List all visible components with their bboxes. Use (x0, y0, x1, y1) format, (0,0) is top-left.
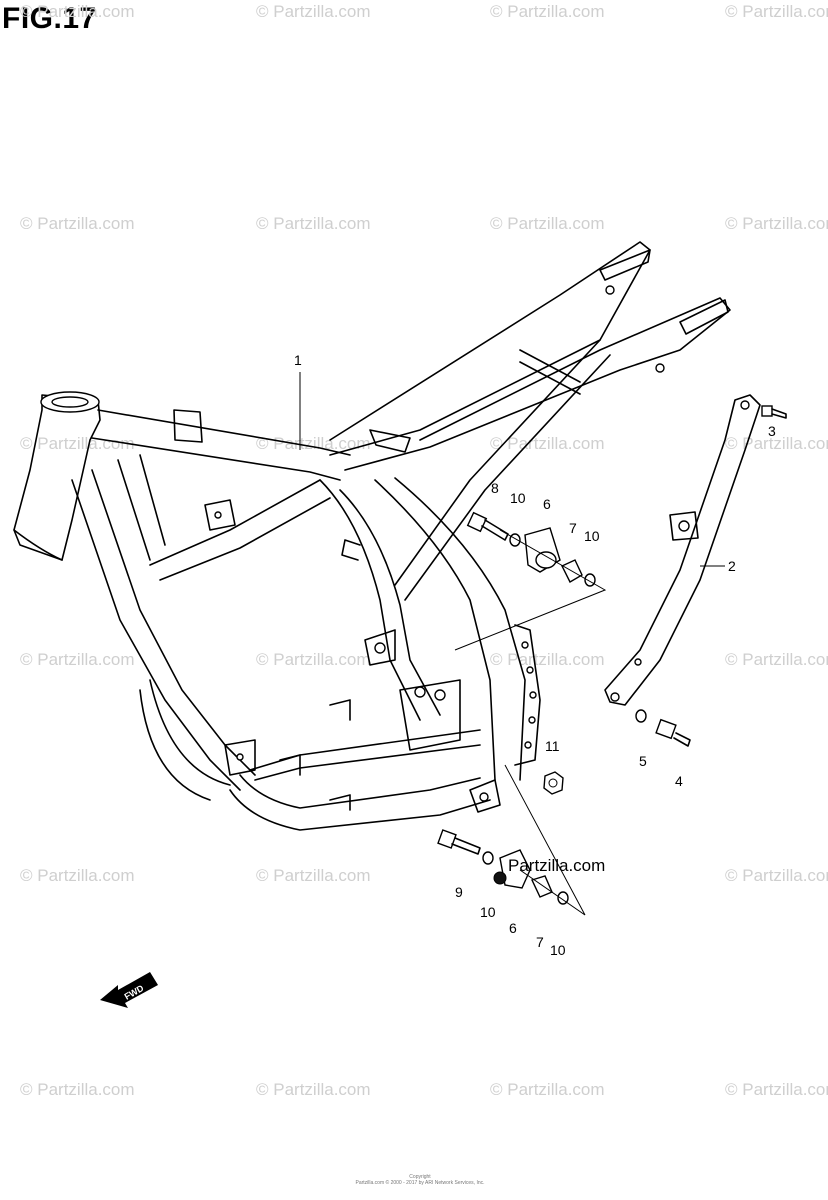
callout-7-lower: 7 (536, 934, 544, 950)
callout-10-upper-right: 10 (584, 528, 600, 544)
callout-9: 9 (455, 884, 463, 900)
bolt-4 (655, 718, 691, 747)
watermark: © Partzilla.com (20, 650, 135, 669)
watermark: © Partzilla.com (20, 866, 135, 885)
watermark: © Partzilla.com (256, 1080, 371, 1099)
watermark: © Partzilla.com (256, 866, 371, 885)
callout-10-lower-right: 10 (550, 942, 566, 958)
frame-brace (604, 394, 761, 706)
watermark: © Partzilla.com (725, 2, 828, 21)
washer-5 (635, 709, 647, 723)
callout-11: 11 (545, 738, 560, 754)
copyright-line-1: Copyright (409, 1174, 431, 1180)
copyright-line-2: Partzilla.com © 2000 - 2017 by ARI Netwo… (355, 1180, 485, 1186)
callout-3: 3 (768, 423, 776, 439)
bolt-3 (761, 405, 787, 419)
callout-5: 5 (639, 753, 647, 769)
watermark: © Partzilla.com (725, 650, 828, 669)
callout-6-lower: 6 (509, 920, 517, 936)
center-watermark: Partzilla.com (508, 856, 606, 875)
fwd-arrow-icon: FWD (100, 972, 158, 1008)
watermark: © Partzilla.com (20, 214, 135, 233)
watermark: © Partzilla.com (725, 1080, 828, 1099)
frame-main (13, 241, 731, 831)
watermark: © Partzilla.com (20, 434, 135, 453)
callout-10-upper-left: 10 (510, 490, 526, 506)
callout-2: 2 (728, 558, 736, 574)
watermark: © Partzilla.com (490, 650, 605, 669)
watermark: © Partzilla.com (490, 2, 605, 21)
watermark: © Partzilla.com (20, 2, 135, 21)
watermark: © Partzilla.com (725, 214, 828, 233)
callout-10-lower-left: 10 (480, 904, 496, 920)
callout-8: 8 (491, 480, 499, 496)
watermark: © Partzilla.com (256, 2, 371, 21)
watermark: © Partzilla.com (490, 434, 605, 453)
upper-bush-group (454, 511, 607, 651)
figure-title: FIG.17 (2, 2, 97, 35)
watermark: © Partzilla.com (725, 434, 828, 453)
watermark: © Partzilla.com (490, 1080, 605, 1099)
copyright-notice: Copyright Partzilla.com © 2000 - 2017 by… (340, 1174, 500, 1186)
callout-1: 1 (294, 352, 302, 368)
watermark: © Partzilla.com (256, 214, 371, 233)
watermark: © Partzilla.com (725, 866, 828, 885)
nut-11 (543, 771, 564, 795)
watermark: © Partzilla.com (256, 434, 371, 453)
callout-4: 4 (675, 773, 683, 789)
watermark: © Partzilla.com (256, 650, 371, 669)
watermark: © Partzilla.com (20, 1080, 135, 1099)
callout-6-upper: 6 (543, 496, 551, 512)
callout-7-upper: 7 (569, 520, 577, 536)
lower-bush-group (437, 764, 586, 916)
watermark: © Partzilla.com (490, 214, 605, 233)
